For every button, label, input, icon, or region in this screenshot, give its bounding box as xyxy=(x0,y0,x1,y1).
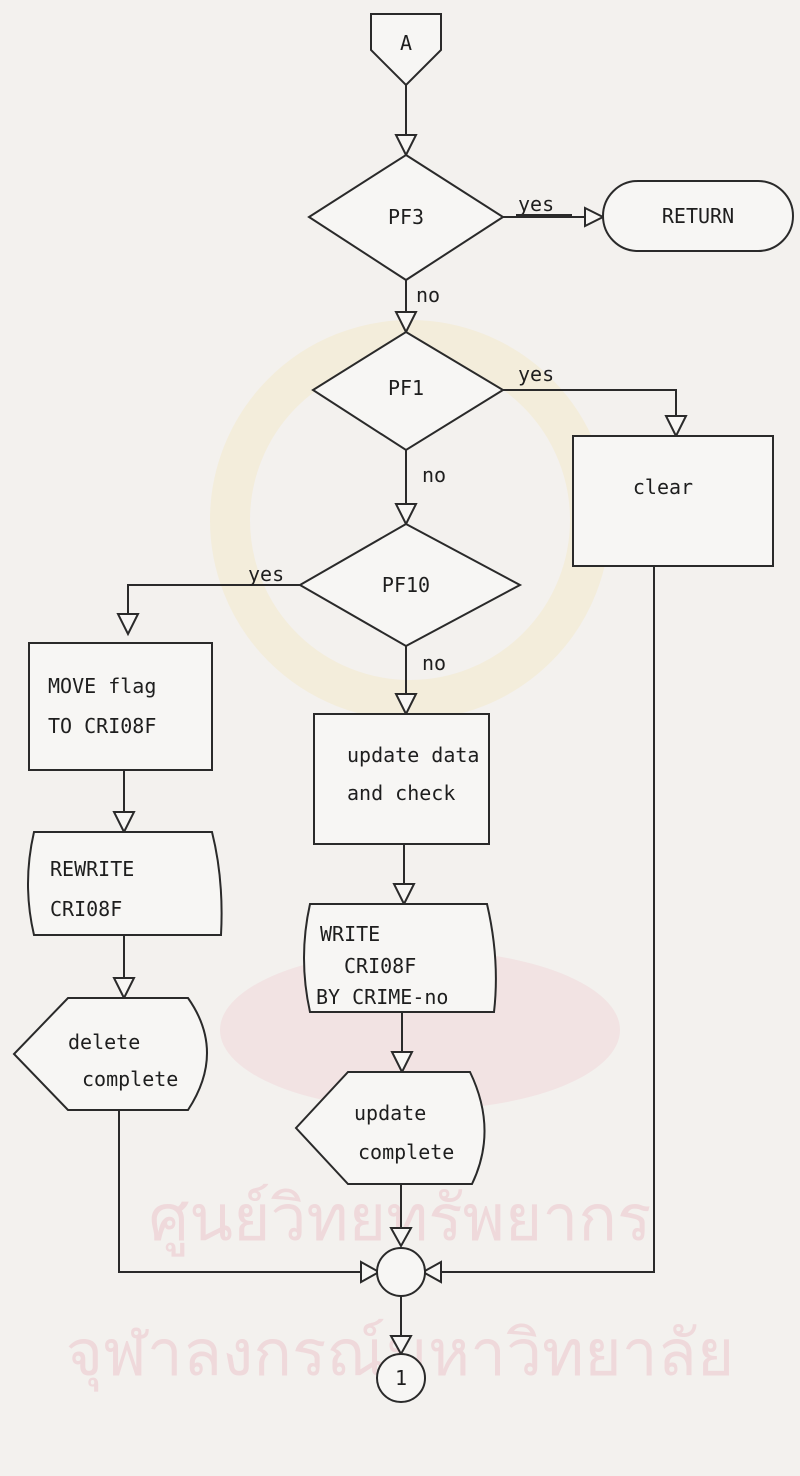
pf10-no-label: no xyxy=(422,651,446,675)
update-data-line2: and check xyxy=(347,781,455,805)
arrow-head xyxy=(584,206,606,228)
arrow-head xyxy=(389,1227,413,1249)
process-clear: clear xyxy=(572,435,774,567)
display-update-complete: update complete xyxy=(294,1071,486,1185)
move-flag-line2: TO CRI08F xyxy=(48,714,156,738)
rewrite-line2: CRI08F xyxy=(50,897,122,921)
return-label: RETURN xyxy=(662,204,734,228)
arrow-head xyxy=(394,693,418,717)
pf3-label: PF3 xyxy=(388,205,424,229)
arrow-head xyxy=(389,1335,413,1357)
pf3-yes-label: yes xyxy=(518,192,554,216)
update-complete-line1: update xyxy=(354,1101,426,1125)
storage-rewrite: REWRITE CRI08F xyxy=(27,831,223,936)
display-delete-complete: delete complete xyxy=(12,997,208,1111)
delete-complete-line2: complete xyxy=(82,1067,178,1091)
decision-pf3: PF3 xyxy=(307,153,505,282)
pf1-label: PF1 xyxy=(388,376,424,400)
pf10-label: PF10 xyxy=(382,573,430,597)
pf3-no-label: no xyxy=(416,283,440,307)
process-move-flag: MOVE flag TO CRI08F xyxy=(28,642,213,771)
connector-a-label: A xyxy=(400,31,412,55)
clear-label: clear xyxy=(633,475,693,499)
terminator-return: RETURN xyxy=(602,180,794,252)
pf1-no-label: no xyxy=(422,463,446,487)
update-data-line1: update data xyxy=(347,743,479,767)
delete-complete-line1: delete xyxy=(68,1030,140,1054)
update-complete-line2: complete xyxy=(358,1140,454,1164)
arrow-head xyxy=(116,613,140,637)
write-line3: BY CRIME-no xyxy=(316,985,448,1009)
merge-connector xyxy=(376,1247,426,1297)
arrow-head xyxy=(112,977,136,1001)
arrow-head xyxy=(392,883,416,907)
rewrite-line1: REWRITE xyxy=(50,857,134,881)
write-line1: WRITE xyxy=(320,922,380,946)
write-line2: CRI08F xyxy=(344,954,416,978)
arrow-head xyxy=(664,415,688,439)
pf1-yes-label: yes xyxy=(518,362,554,386)
arrow-head xyxy=(394,134,418,158)
arrow-head xyxy=(394,503,418,527)
pf10-yes-label: yes xyxy=(248,562,284,586)
connector-1-label: 1 xyxy=(395,1366,407,1390)
storage-write: WRITE CRI08F BY CRIME-no xyxy=(303,903,497,1013)
arrow-head xyxy=(420,1260,442,1284)
offpage-connector-a: A xyxy=(370,13,442,87)
arrow-head xyxy=(360,1260,382,1284)
arrow-head xyxy=(394,311,418,335)
connector-1: 1 xyxy=(376,1353,426,1403)
arrow-head xyxy=(390,1051,414,1075)
arrow-head xyxy=(112,811,136,835)
decision-pf10: PF10 xyxy=(297,522,523,648)
move-flag-line1: MOVE flag xyxy=(48,674,156,698)
process-update-data: update data and check xyxy=(313,713,490,845)
